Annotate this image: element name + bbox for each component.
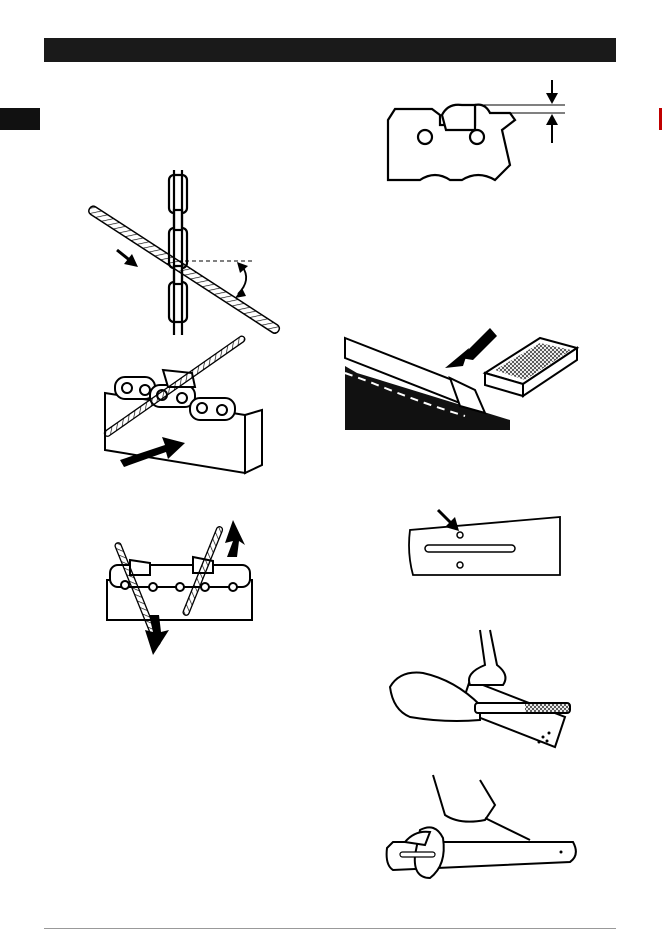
flat-file-gauge-icon <box>345 318 575 433</box>
filing-direction-icon <box>105 515 265 660</box>
bar-rail-filing-icon <box>385 625 585 750</box>
language-tab-marker <box>0 108 40 130</box>
cutter-depth-gauge-icon <box>380 75 580 195</box>
bar-dressing-icon <box>385 770 585 885</box>
chain-in-vice-icon <box>100 365 275 485</box>
round-file-angle-icon <box>70 170 290 340</box>
header-bar <box>44 38 616 62</box>
bar-oil-hole-icon <box>405 505 565 585</box>
bottom-rule <box>44 928 616 929</box>
